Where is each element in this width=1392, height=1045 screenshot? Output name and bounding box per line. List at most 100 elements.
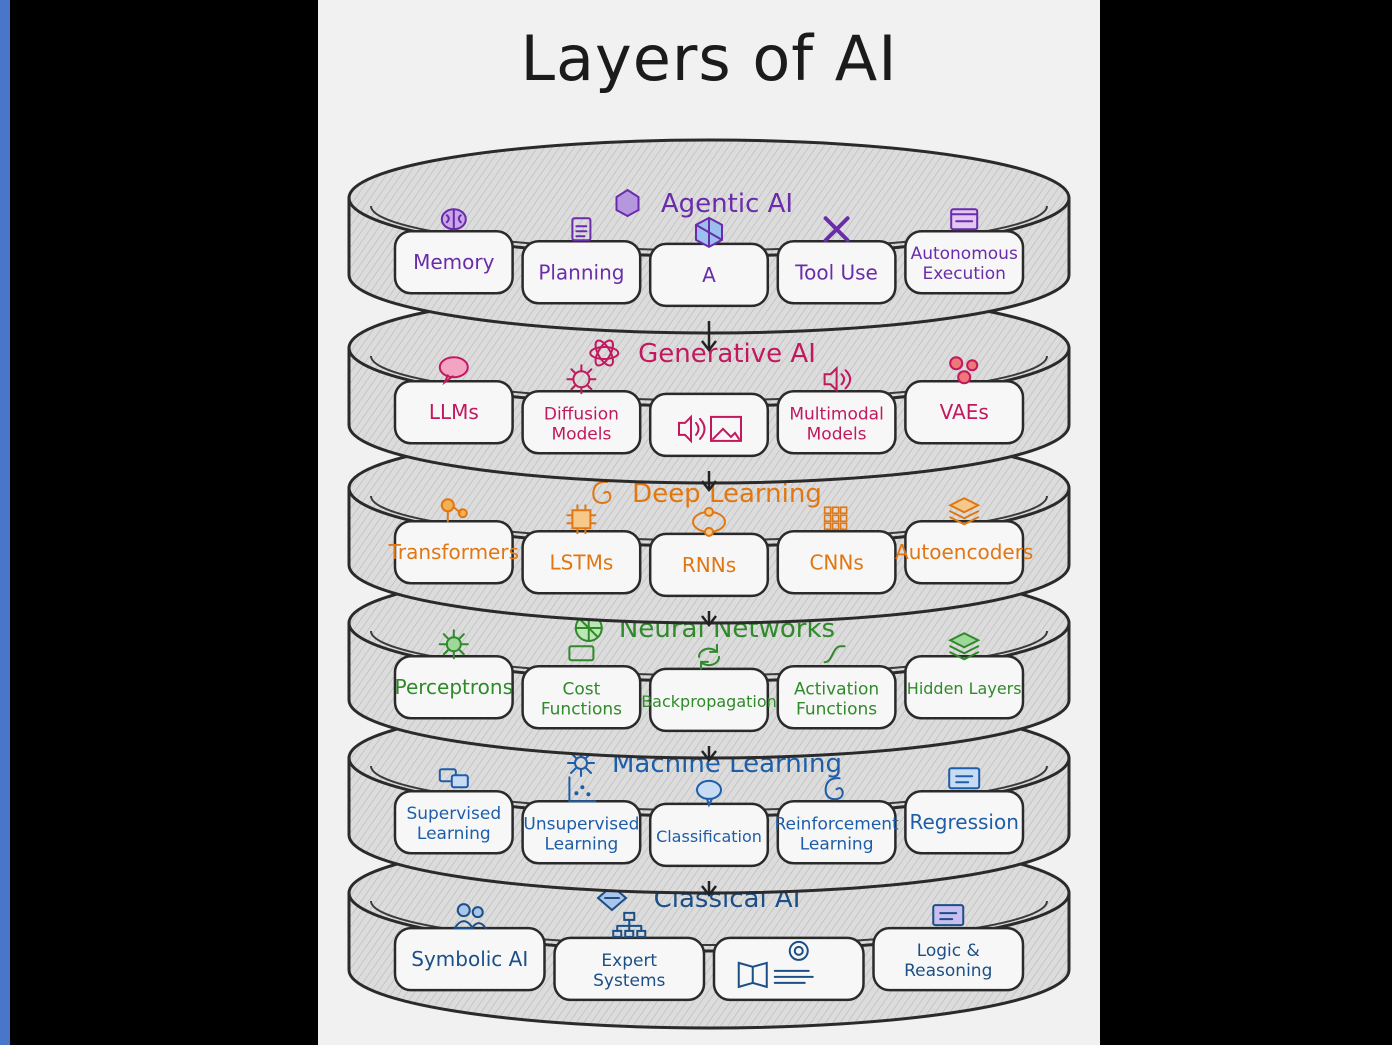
spiral-icon — [824, 777, 844, 801]
layers-icon — [947, 497, 981, 526]
molecule-icon — [949, 356, 979, 385]
down-arrow — [701, 746, 717, 763]
pill-box — [904, 519, 1025, 585]
pill-label: Functions — [541, 699, 622, 719]
left-edge-bar — [0, 0, 10, 1045]
people-icon — [452, 903, 487, 930]
curve-icon — [823, 645, 846, 664]
tools-icon — [823, 216, 850, 243]
pill-box — [776, 240, 897, 305]
pill-label: Autonomous — [911, 244, 1018, 264]
pill-lstms: LSTMs — [521, 504, 642, 595]
pill-box — [393, 379, 514, 445]
pill-transformers: Transformers — [388, 498, 519, 585]
pill-box — [872, 926, 1025, 992]
bubble-icon — [696, 779, 722, 808]
pill-label: Reasoning — [904, 961, 992, 981]
pill-cnns: CNNs — [776, 506, 897, 595]
pill-label: Reinforcement — [774, 814, 899, 834]
pill-perceptrons: Perceptrons — [393, 629, 514, 720]
pill-label: Learning — [417, 824, 491, 844]
pill-box — [648, 667, 770, 733]
pill-label: Diffusion — [544, 404, 619, 424]
pill-label: CNNs — [809, 550, 863, 574]
down-arrow — [701, 321, 717, 353]
pill-label: Learning — [544, 834, 618, 854]
brain-icon — [440, 208, 467, 231]
pill-box — [776, 530, 897, 595]
pill-label: Activation — [794, 679, 879, 699]
chat-bubble-icon — [438, 356, 469, 386]
pill-box — [393, 229, 514, 295]
pill-autoencoders: Autoencoders — [895, 497, 1033, 585]
nodes-icon — [440, 498, 468, 523]
network-globe-icon — [574, 614, 603, 642]
screen-icon — [948, 767, 981, 790]
pill-logic-reasoning: Logic &Reasoning — [872, 904, 1025, 992]
pill-label: LLMs — [429, 400, 479, 424]
pill-hidden-layers: Hidden Layers — [904, 632, 1025, 720]
pill-regression: Regression — [904, 767, 1025, 855]
refresh-icon — [697, 643, 721, 670]
pill-icon-2 — [712, 936, 865, 1002]
pill-box — [904, 789, 1025, 855]
pill-label: Transformers — [388, 540, 519, 564]
pill-box — [904, 229, 1025, 295]
pill-box — [904, 654, 1025, 720]
chat-icon — [438, 768, 469, 789]
pill-icon-2 — [648, 392, 770, 458]
pill-label: Execution — [922, 264, 1005, 284]
pill-classification: Classification — [648, 779, 770, 868]
pill-label: Learning — [800, 834, 874, 854]
atom-icon — [589, 339, 620, 367]
pill-label: Models — [807, 424, 867, 444]
window-icon — [950, 208, 979, 231]
pill-box — [776, 665, 897, 730]
pill-label: Tool Use — [794, 260, 878, 284]
down-arrow — [701, 611, 717, 628]
pill-label: LSTMs — [550, 550, 614, 574]
cube-icon — [695, 216, 723, 249]
neuron-icon — [438, 629, 469, 660]
pill-label: RNNs — [682, 553, 736, 577]
pill-a: A — [648, 216, 770, 308]
scatter-icon — [568, 776, 597, 803]
clipboard-icon — [571, 217, 592, 242]
pill-box — [393, 519, 514, 585]
pill-label: Multimodal — [789, 404, 883, 424]
pill-tool-use: Tool Use — [776, 216, 897, 305]
pill-label: Autoencoders — [895, 540, 1033, 564]
pill-label: Unsupervised — [523, 814, 639, 834]
pill-symbolic-ai: Symbolic AI — [393, 903, 546, 992]
book-gear-icon — [737, 940, 814, 989]
monitor-icon — [568, 645, 595, 662]
pill-rnns: RNNs — [648, 506, 770, 598]
pill-vaes: VAEs — [904, 356, 1025, 445]
stacked-layers-icon — [947, 632, 981, 661]
pill-label: Planning — [538, 260, 624, 284]
pill-box — [521, 665, 642, 730]
down-arrow — [701, 471, 717, 493]
pill-label: Expert — [601, 951, 657, 971]
pill-label: Functions — [796, 699, 877, 719]
pill-label: Logic & — [917, 941, 980, 961]
pill-label: Cost — [563, 679, 601, 699]
grid-icon — [823, 506, 848, 531]
pill-planning: Planning — [521, 217, 642, 305]
swirl-icon — [592, 480, 612, 505]
pill-memory: Memory — [393, 208, 514, 295]
cycle-icon — [692, 506, 726, 537]
pill-box — [648, 392, 770, 458]
layer-rim — [370, 900, 1048, 946]
layer-title: Agentic AI — [661, 189, 793, 219]
presentation-icon — [932, 904, 965, 927]
pill-label: Models — [551, 424, 611, 444]
